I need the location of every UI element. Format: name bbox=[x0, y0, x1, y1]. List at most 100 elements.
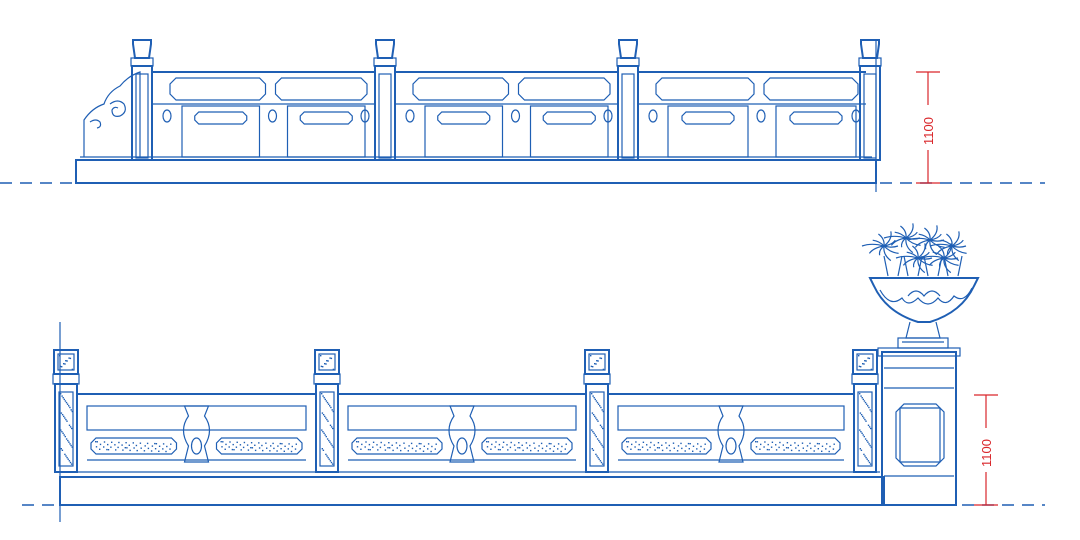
stone-texture-dot bbox=[65, 438, 68, 440]
stone-texture-dot bbox=[225, 443, 227, 446]
stone-texture-dot bbox=[602, 368, 605, 371]
stone-texture-dot bbox=[250, 447, 252, 449]
stone-texture-dot bbox=[642, 441, 645, 443]
stone-texture-dot bbox=[330, 406, 332, 409]
stone-texture-dot bbox=[595, 363, 597, 365]
stone-texture-dot bbox=[59, 355, 61, 357]
top-oval-ornament bbox=[162, 109, 172, 123]
stone-texture-dot bbox=[325, 453, 327, 456]
stone-texture-dot bbox=[692, 450, 694, 452]
stone-texture-dot bbox=[69, 443, 71, 445]
plant-frond bbox=[917, 257, 933, 266]
bottom-railing-elevation: 1100 bbox=[22, 223, 1045, 522]
top-dimension: 1100 bbox=[916, 71, 940, 184]
stone-texture-dot bbox=[553, 445, 555, 447]
stone-texture-dot bbox=[150, 450, 153, 452]
stone-texture-dot bbox=[60, 448, 62, 450]
stone-texture-dot bbox=[377, 449, 379, 451]
top-oval-ornament bbox=[510, 109, 521, 123]
bottom-upper-band bbox=[86, 405, 307, 431]
bottom-post-cap-inset bbox=[57, 353, 75, 371]
stone-texture-dot bbox=[132, 442, 134, 444]
stone-texture-dot bbox=[688, 448, 690, 450]
stone-texture-dot bbox=[64, 417, 66, 419]
bottom-upper-band bbox=[617, 405, 845, 431]
stone-texture-dot bbox=[71, 368, 74, 371]
stone-texture-dot bbox=[166, 445, 168, 448]
stone-texture-dot bbox=[779, 441, 781, 444]
stone-texture-dot bbox=[506, 444, 508, 446]
stone-texture-dot bbox=[124, 447, 126, 449]
stone-texture-dot bbox=[327, 420, 329, 422]
stone-texture-dot bbox=[330, 461, 333, 464]
top-slab-plaque bbox=[542, 111, 596, 125]
stone-texture-dot bbox=[513, 444, 516, 446]
plant-frond bbox=[907, 237, 931, 241]
stone-texture-dot bbox=[135, 444, 138, 447]
stone-texture-dot bbox=[860, 431, 862, 433]
stone-texture-dot bbox=[169, 448, 171, 450]
stone-texture-dot bbox=[107, 443, 109, 446]
stone-texture-dot bbox=[64, 435, 66, 438]
stone-texture-dot bbox=[870, 368, 873, 371]
stone-texture-dot bbox=[646, 444, 648, 446]
stone-texture-dot bbox=[649, 446, 651, 449]
stone-texture-dot bbox=[821, 445, 824, 447]
plant-frond bbox=[951, 231, 960, 247]
stone-texture-dot bbox=[329, 441, 331, 443]
stone-texture-dot bbox=[115, 449, 117, 451]
bottom-dimension: 1100 bbox=[974, 394, 998, 506]
top-slab-plaque bbox=[194, 111, 248, 125]
urn-bowl bbox=[868, 277, 980, 323]
stone-texture-dot bbox=[487, 441, 490, 443]
stone-texture-dot bbox=[826, 443, 828, 445]
stone-texture-dot bbox=[67, 439, 69, 442]
stone-texture-dot bbox=[638, 443, 640, 446]
stone-texture-dot bbox=[593, 432, 595, 434]
stone-texture-dot bbox=[595, 400, 598, 402]
stone-texture-dot bbox=[867, 460, 870, 462]
plant-frond bbox=[914, 239, 931, 248]
bottom-post-collar bbox=[52, 373, 80, 385]
plant-frond bbox=[936, 245, 953, 254]
stone-texture-dot bbox=[60, 393, 62, 395]
stone-texture-dot bbox=[870, 446, 872, 448]
stone-texture-dot bbox=[235, 446, 238, 448]
stone-texture-dot bbox=[600, 461, 603, 464]
stone-texture-dot bbox=[155, 443, 158, 445]
stone-texture-dot bbox=[601, 444, 603, 447]
stone-texture-dot bbox=[320, 355, 322, 357]
plant-frond bbox=[883, 245, 899, 254]
stone-texture-dot bbox=[326, 455, 328, 457]
pedestal-panel bbox=[895, 403, 945, 467]
stone-texture-dot bbox=[490, 448, 492, 450]
stone-texture-dot bbox=[61, 395, 63, 397]
bottom-post-shaft bbox=[315, 383, 339, 473]
stone-texture-dot bbox=[146, 442, 149, 445]
stone-texture-dot bbox=[228, 446, 230, 448]
stone-texture-dot bbox=[284, 445, 286, 447]
stone-texture-dot bbox=[654, 449, 656, 451]
stone-texture-dot bbox=[236, 441, 238, 443]
plant-frond bbox=[917, 257, 926, 274]
stone-texture-dot bbox=[656, 447, 659, 449]
stone-texture-dot bbox=[630, 448, 632, 450]
plant-frond bbox=[883, 245, 892, 262]
stone-texture-dot bbox=[326, 401, 329, 404]
stone-texture-dot bbox=[865, 456, 867, 459]
stone-texture-dot bbox=[771, 441, 774, 443]
stone-texture-dot bbox=[862, 434, 864, 436]
pedestal-body bbox=[881, 351, 957, 506]
stone-texture-dot bbox=[122, 449, 124, 451]
bottom-panel bbox=[77, 393, 316, 463]
stone-texture-dot bbox=[801, 442, 804, 444]
stone-texture-dot bbox=[591, 448, 593, 450]
plant-frond bbox=[868, 245, 885, 254]
stone-texture-dot bbox=[755, 441, 757, 443]
stone-texture-dot bbox=[325, 363, 327, 365]
stone-texture-dot bbox=[864, 418, 866, 421]
stone-texture-dot bbox=[64, 453, 66, 456]
stone-texture-dot bbox=[764, 441, 766, 443]
stone-texture-dot bbox=[685, 445, 687, 447]
top-oval-ornament bbox=[360, 109, 370, 123]
